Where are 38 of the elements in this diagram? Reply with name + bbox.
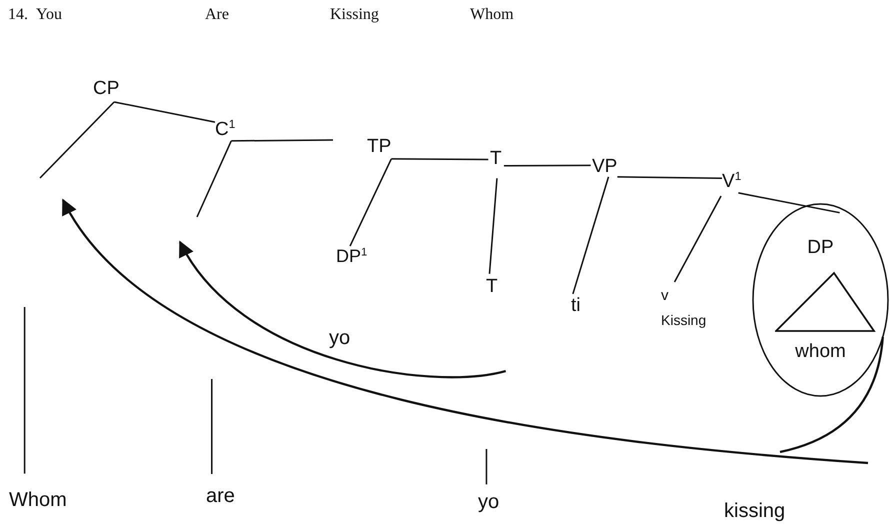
node-text: kissing (724, 500, 786, 522)
node-text: CP (93, 79, 120, 100)
node-text: Whom (9, 489, 67, 511)
node-text: Kissing (661, 312, 706, 328)
triangle-symbol (774, 271, 876, 333)
tree-branch (39, 101, 115, 179)
node-text: T (486, 277, 498, 298)
node-text: VP (592, 157, 618, 178)
tree-branch (504, 164, 591, 166)
node-text: v (661, 288, 668, 304)
node-text: yo (329, 327, 350, 349)
tree-branch (231, 139, 333, 142)
tree-branch (488, 178, 498, 274)
tree-branch (738, 192, 840, 214)
tree-branch (572, 176, 610, 294)
circled-phrase (752, 203, 889, 397)
tree-branch (24, 307, 26, 474)
node-text: C$^{1}$ (215, 120, 236, 141)
node-text: T (490, 149, 502, 170)
node-text: V$^{1}$ (722, 172, 742, 193)
node-text: DP$^{1}$ (336, 247, 368, 267)
node-text: yo (478, 491, 500, 513)
tree-branch (349, 158, 392, 246)
node-text: are (206, 485, 235, 507)
node-text: ti (571, 296, 580, 317)
tree-branch (674, 196, 722, 282)
tree-branch (211, 379, 213, 474)
movement-arrow (179, 240, 506, 378)
node-text: TP (367, 137, 392, 158)
tree-branch (196, 140, 232, 218)
tree-branch (617, 176, 722, 180)
tree-branch (114, 101, 216, 123)
tree-branch (486, 449, 488, 484)
title: 14. You Are Kissing Whom (8, 6, 515, 25)
node-text: whom (794, 341, 847, 363)
movement-arrow (62, 198, 884, 464)
node-text: DP (806, 237, 835, 259)
tree-branch (391, 158, 488, 160)
